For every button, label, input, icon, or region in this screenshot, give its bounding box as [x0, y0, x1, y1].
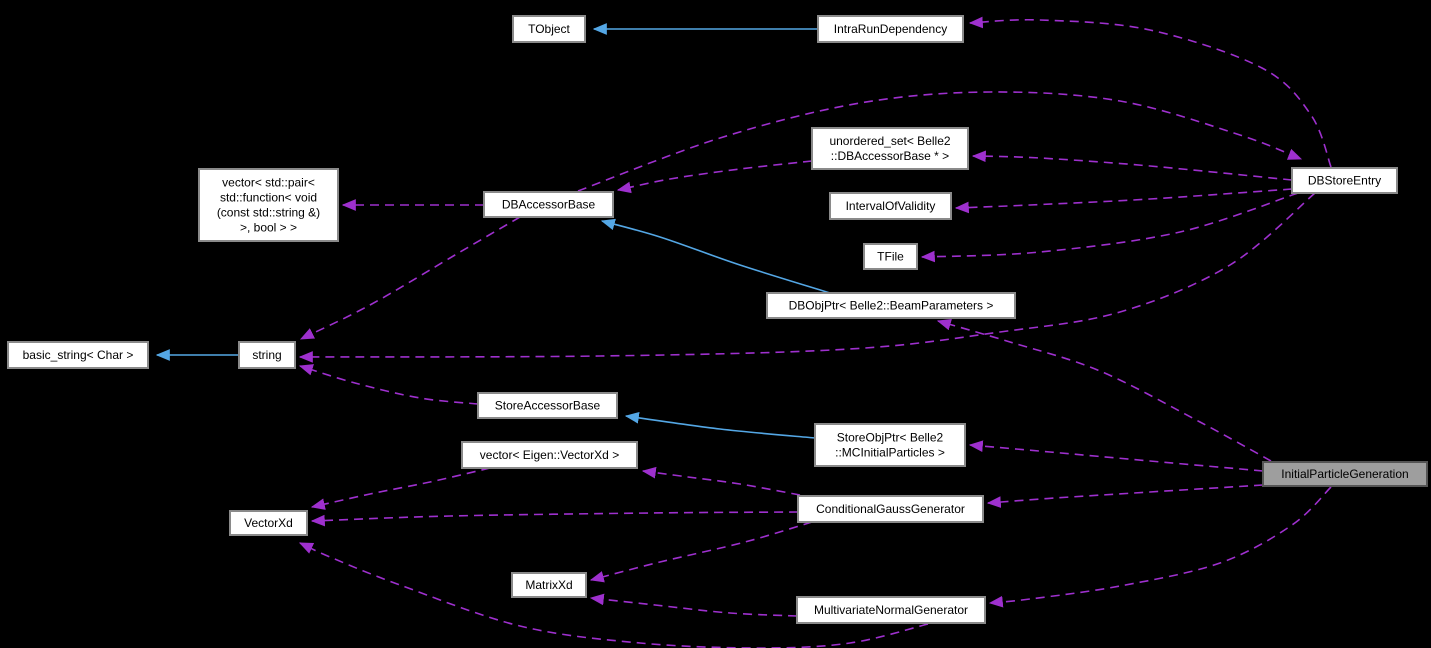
node-basic_string-label: basic_string< Char >: [23, 348, 134, 362]
node-MultivariateNormalGenerator-box[interactable]: [796, 596, 986, 624]
node-TObject[interactable]: TObject: [512, 15, 586, 43]
edge-DBStoreEntry-to-TFile: [920, 192, 1299, 263]
node-DBObjPtr-box[interactable]: [766, 292, 1016, 319]
node-MatrixXd-box[interactable]: [511, 572, 587, 598]
node-MultivariateNormalGenerator[interactable]: MultivariateNormalGenerator: [796, 596, 986, 624]
node-VectorXd[interactable]: VectorXd: [229, 510, 308, 536]
node-MatrixXd[interactable]: MatrixXd: [511, 572, 587, 598]
edge-ConditionalGaussGenerator-to-VectorXd: [310, 511, 799, 527]
edge-DBAccessorBase-to-string: [299, 216, 521, 340]
node-unordered_set-box[interactable]: [811, 127, 969, 170]
node-VectorXd-box[interactable]: [229, 510, 308, 536]
edge-StoreObjPtr-to-StoreAccessorBase: [624, 412, 816, 439]
node-TFile-box[interactable]: [863, 243, 918, 270]
edge-ConditionalGaussGenerator-to-vector_VectorXd: [641, 466, 801, 496]
node-InitialParticleGeneration-box[interactable]: [1262, 461, 1428, 487]
node-DBAccessorBase[interactable]: DBAccessorBase: [483, 191, 614, 218]
node-StoreAccessorBase-box[interactable]: [477, 392, 618, 419]
node-TObject-label: TObject: [528, 22, 570, 36]
node-IntervalOfValidity-label: IntervalOfValidity: [846, 199, 936, 213]
node-StoreObjPtr-label: StoreObjPtr< Belle2::MCInitialParticles …: [835, 431, 945, 460]
edge-DBStoreEntry-to-IntraRunDependency: [968, 16, 1332, 168]
node-StoreAccessorBase-label: StoreAccessorBase: [495, 399, 601, 413]
edge-DBAccessorBase-to-DBStoreEntry: [577, 91, 1303, 192]
node-string[interactable]: string: [238, 341, 296, 369]
edge-InitialParticleGeneration-to-ConditionalGaussGenerator: [986, 484, 1264, 508]
node-vector_pair-label: vector< std::pair<std::function< void(co…: [217, 176, 320, 235]
node-string-label: string: [252, 348, 281, 362]
edge-InitialParticleGeneration-to-DBObjPtr: [936, 318, 1272, 462]
node-basic_string-box[interactable]: [7, 341, 149, 369]
node-TObject-box[interactable]: [512, 15, 586, 43]
node-IntraRunDependency-label: IntraRunDependency: [834, 22, 947, 36]
node-IntraRunDependency-box[interactable]: [817, 15, 964, 43]
node-IntervalOfValidity-box[interactable]: [829, 192, 952, 220]
node-ConditionalGaussGenerator-box[interactable]: [797, 495, 984, 523]
node-ConditionalGaussGenerator-label: ConditionalGaussGenerator: [816, 502, 965, 516]
node-IntervalOfValidity[interactable]: IntervalOfValidity: [829, 192, 952, 220]
node-DBStoreEntry[interactable]: DBStoreEntry: [1291, 167, 1398, 194]
edge-unordered_set-to-DBAccessorBase: [616, 160, 813, 194]
node-InitialParticleGeneration-label: InitialParticleGeneration: [1281, 467, 1408, 481]
edge-StoreAccessorBase-to-string: [298, 364, 479, 405]
node-TFile[interactable]: TFile: [863, 243, 918, 270]
node-StoreObjPtr-box[interactable]: [814, 423, 966, 467]
node-unordered_set-label: unordered_set< Belle2::DBAccessorBase * …: [829, 134, 950, 163]
node-InitialParticleGeneration[interactable]: InitialParticleGeneration: [1262, 461, 1428, 487]
edge-MultivariateNormalGenerator-to-VectorXd: [298, 542, 929, 648]
node-DBAccessorBase-label: DBAccessorBase: [502, 198, 596, 212]
node-vector_pair-box[interactable]: [198, 168, 339, 242]
node-StoreObjPtr[interactable]: StoreObjPtr< Belle2::MCInitialParticles …: [814, 423, 966, 467]
node-DBStoreEntry-label: DBStoreEntry: [1308, 174, 1381, 188]
edge-DBObjPtr-to-DBAccessorBase: [600, 218, 831, 294]
edge-DBStoreEntry-to-unordered_set: [971, 150, 1293, 181]
node-VectorXd-label: VectorXd: [244, 516, 293, 530]
node-IntraRunDependency[interactable]: IntraRunDependency: [817, 15, 964, 43]
node-vector_pair[interactable]: vector< std::pair<std::function< void(co…: [198, 168, 339, 242]
node-vector_VectorXd-label: vector< Eigen::VectorXd >: [480, 448, 619, 462]
node-vector_VectorXd-box[interactable]: [461, 441, 638, 469]
node-unordered_set[interactable]: unordered_set< Belle2::DBAccessorBase * …: [811, 127, 969, 170]
node-MatrixXd-label: MatrixXd: [525, 578, 572, 592]
node-DBObjPtr-label: DBObjPtr< Belle2::BeamParameters >: [789, 299, 994, 313]
node-vector_VectorXd[interactable]: vector< Eigen::VectorXd >: [461, 441, 638, 469]
node-DBStoreEntry-box[interactable]: [1291, 167, 1398, 194]
edge-vector_VectorXd-to-VectorXd: [310, 467, 491, 510]
edge-InitialParticleGeneration-to-MultivariateNormalGenerator: [988, 486, 1332, 608]
edge-ConditionalGaussGenerator-to-MatrixXd: [589, 521, 813, 583]
node-string-box[interactable]: [238, 341, 296, 369]
node-DBAccessorBase-box[interactable]: [483, 191, 614, 218]
node-ConditionalGaussGenerator[interactable]: ConditionalGaussGenerator: [797, 495, 984, 523]
node-DBObjPtr[interactable]: DBObjPtr< Belle2::BeamParameters >: [766, 292, 1016, 319]
node-MultivariateNormalGenerator-label: MultivariateNormalGenerator: [814, 603, 968, 617]
node-basic_string[interactable]: basic_string< Char >: [7, 341, 149, 369]
node-StoreAccessorBase[interactable]: StoreAccessorBase: [477, 392, 618, 419]
node-TFile-label: TFile: [877, 250, 904, 264]
edge-DBStoreEntry-to-string: [298, 192, 1316, 363]
edge-InitialParticleGeneration-to-StoreObjPtr: [968, 440, 1264, 472]
